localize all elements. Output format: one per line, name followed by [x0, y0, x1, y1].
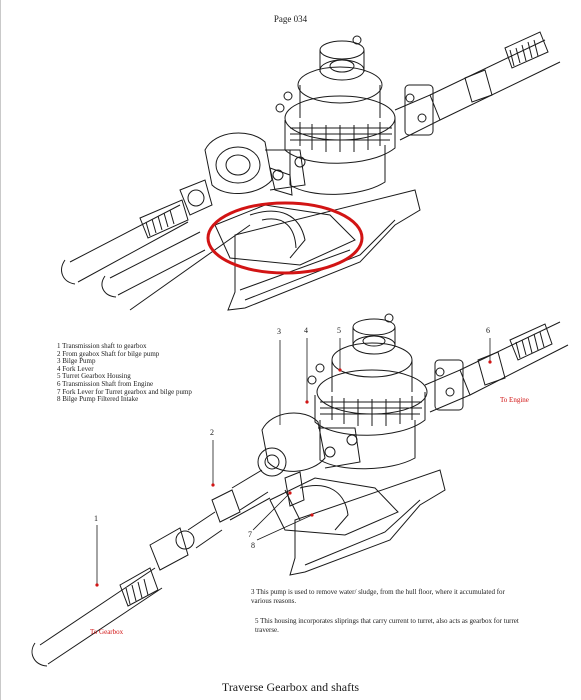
to-engine-label: To Engine	[500, 396, 529, 404]
callout-8: 8	[251, 541, 255, 550]
top-gearbox-drawing	[61, 31, 561, 311]
legend-item: 2 From geabox Shaft for bilge pump	[57, 349, 160, 358]
note-turret-housing: 5 This housing incorporates sliprings th…	[255, 617, 519, 634]
page-number: Page 034	[273, 14, 308, 24]
page-border	[0, 0, 1, 700]
legend-item: 3 Bilge Pump	[57, 357, 96, 366]
note-bilge-pump: 3 This pump is used to remove water/ slu…	[251, 588, 505, 605]
callout-1: 1	[94, 514, 98, 523]
callout-6: 6	[486, 326, 490, 335]
bottom-gearbox-drawing	[31, 313, 569, 667]
callout-4: 4	[304, 326, 308, 335]
callout-2: 2	[210, 428, 214, 437]
highlight-ellipse	[206, 201, 364, 275]
red-marker-dots	[95, 360, 492, 587]
leader-lines	[96, 338, 491, 585]
parts-legend: 1 Transmission shaft to gearbox 2 From g…	[57, 342, 192, 404]
callout-7: 7	[248, 530, 252, 539]
callout-3: 3	[277, 327, 281, 336]
legend-item: 1 Transmission shaft to gearbox	[57, 342, 147, 350]
callout-5: 5	[337, 326, 341, 335]
figure-caption: Traverse Gearbox and shafts	[221, 680, 360, 694]
legend-item: 8 Bilge Pump Filtered Intake	[57, 395, 139, 404]
legend-item: 5 Turret Gearbox Housing	[57, 372, 131, 381]
to-gearbox-label: To Gearbox	[90, 628, 124, 636]
legend-item: 6 Transmission Shaft from Engine	[57, 379, 154, 388]
legend-item: 4 Fork Lever	[57, 364, 94, 373]
legend-item: 7 Fork Lever for Turret gearbox and bilg…	[57, 387, 192, 396]
